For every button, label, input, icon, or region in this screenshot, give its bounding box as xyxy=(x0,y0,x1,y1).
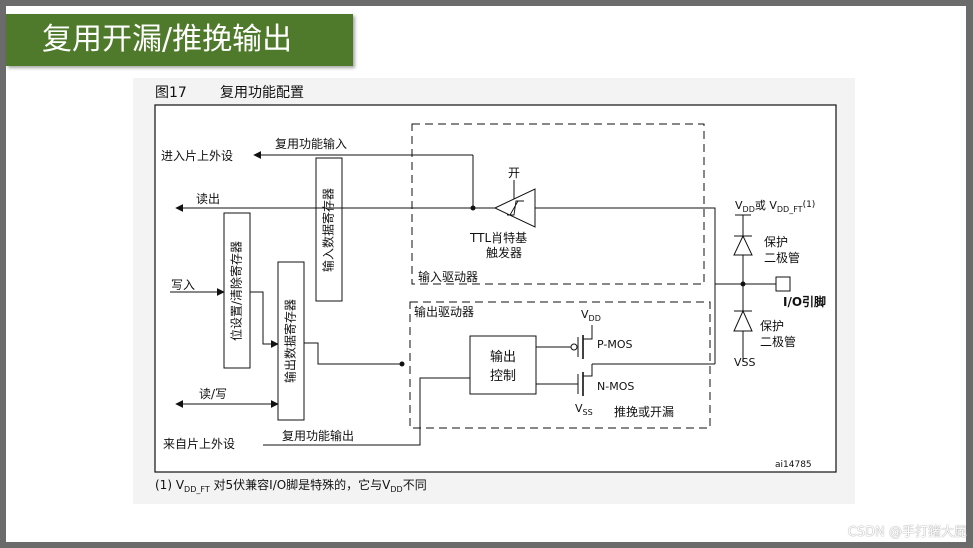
bit-set-reset-register-label: 位设置/清除寄存器 xyxy=(229,241,244,341)
odr-output-line xyxy=(304,342,402,365)
output-control-label-2: 控制 xyxy=(490,369,516,384)
pmos-gate-bubble xyxy=(570,343,578,351)
output-control-label-1: 输出 xyxy=(490,349,516,365)
figure-number: 图17 xyxy=(155,85,187,101)
hysteresis-icon xyxy=(507,200,524,216)
lower-diode-icon xyxy=(733,309,753,332)
mux-dot xyxy=(399,361,405,367)
pmos-drain-source xyxy=(583,325,593,340)
read-out-label: 读出 xyxy=(196,192,220,206)
upper-diode-icon xyxy=(733,234,753,256)
input-data-register-label: 输入数据寄存器 xyxy=(321,188,336,272)
read-write-label: 读/写 xyxy=(199,387,227,401)
watermark: CSDN @手打猪大屁 xyxy=(847,525,967,540)
output-data-register-label: 输出数据寄存器 xyxy=(283,299,298,383)
output-driver-label: 输出驱动器 xyxy=(414,304,474,319)
figure-id: ai14785 xyxy=(775,460,812,470)
title-bar: 复用开漏/推挽输出 xyxy=(6,14,353,66)
write-in-label: 写入 xyxy=(171,278,195,292)
input-driver-box xyxy=(411,123,705,285)
diagram-frame xyxy=(154,104,837,473)
output-control-block xyxy=(469,335,537,395)
ttl-schmitt-label-2: 触发器 xyxy=(486,245,522,260)
nmos-label: N-MOS xyxy=(597,380,634,393)
output-data-register xyxy=(277,261,305,421)
input-junction xyxy=(470,205,476,211)
set-reset-to-odr-line xyxy=(250,291,279,348)
nmos-drain-source xyxy=(583,364,593,377)
io-pin-icon xyxy=(775,276,791,292)
slide-title: 复用开漏/推挽输出 xyxy=(42,22,293,57)
vss-pin-label: VSS xyxy=(734,356,756,369)
alt-func-input-label: 复用功能输入 xyxy=(275,136,347,151)
vdd-or-vddft-label: VDD或 VDD_FT(1) xyxy=(735,199,815,214)
protect-diode-lower-1: 保护 xyxy=(760,319,784,333)
input-data-register xyxy=(315,157,343,302)
figure-title: 复用功能配置 xyxy=(220,84,304,101)
protect-diode-upper-1: 保护 xyxy=(764,235,788,249)
input-driver-label: 输入驱动器 xyxy=(418,269,478,284)
output-driver-box xyxy=(409,301,711,429)
alt-func-output-label: 复用功能输出 xyxy=(282,428,354,443)
pmos-label: P-MOS xyxy=(597,338,633,351)
footnote: (1) VDD_FT 对5伏兼容I/O脚是特殊的，它与VDD不同 xyxy=(155,477,427,494)
protect-diode-upper-2: 二极管 xyxy=(764,250,800,265)
to-onchip-peripheral-label: 进入片上外设 xyxy=(161,149,233,163)
io-pin-label: I/O引脚 xyxy=(783,294,826,309)
on-label: 开 xyxy=(508,166,520,180)
ttl-schmitt-label-1: TTL肖特基 xyxy=(469,230,527,245)
alt-func-output-line xyxy=(263,377,470,446)
nmos-vss-label: VSS xyxy=(575,402,593,417)
protect-diode-lower-2: 二极管 xyxy=(760,334,796,349)
push-pull-open-drain-label: 推挽或开漏 xyxy=(614,405,674,419)
from-onchip-peripheral-label: 来自片上外设 xyxy=(163,437,235,451)
pmos-vdd-label: VDD xyxy=(581,308,601,323)
